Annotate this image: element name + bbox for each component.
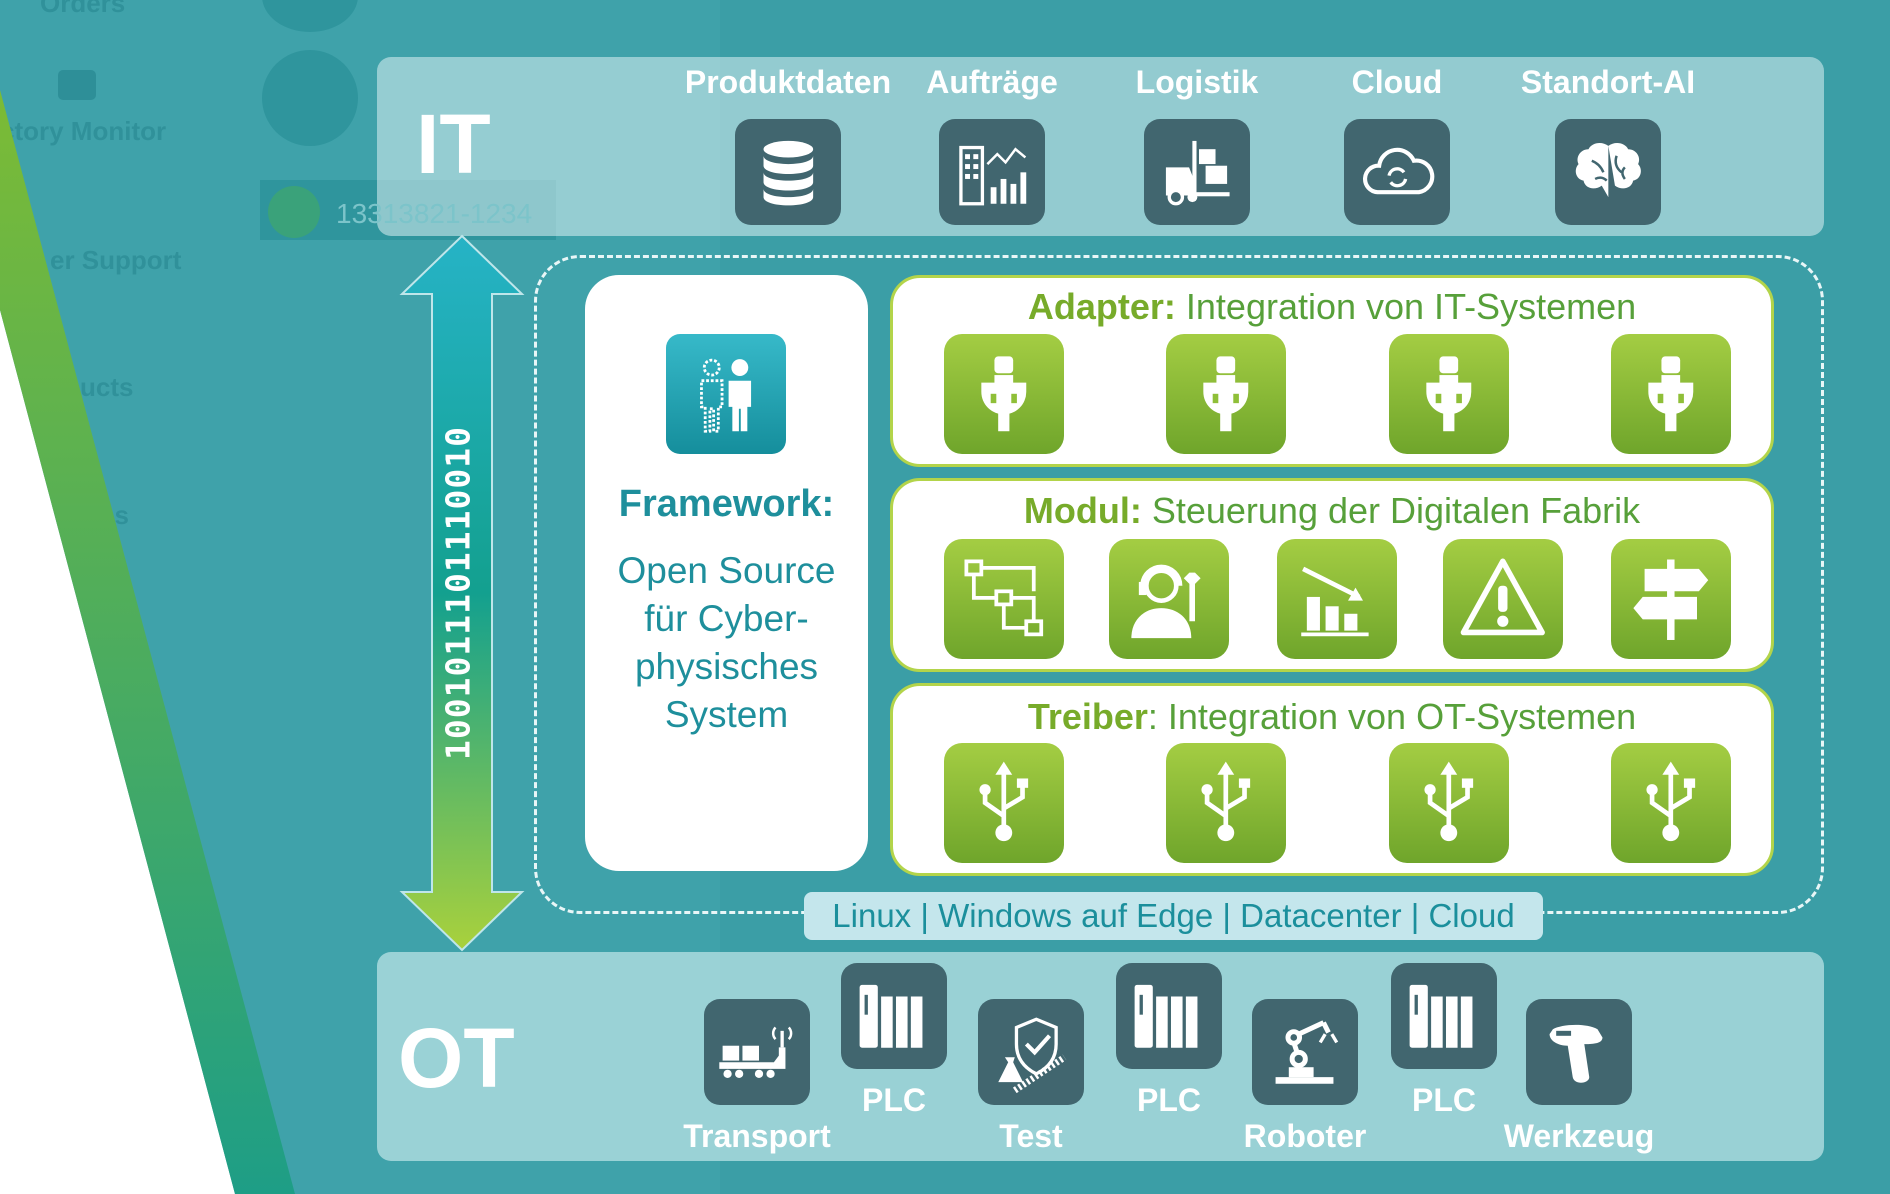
orders-chart-icon-glyph — [958, 145, 1026, 206]
framework-text-line: physisches — [634, 646, 819, 687]
adapter-title-rest: Integration von IT-Systemen — [1175, 286, 1637, 327]
test-shield-icon-glyph — [997, 1017, 1066, 1093]
cloud-sync-icon-glyph — [1362, 147, 1434, 194]
support-agent-icon-glyph — [1131, 564, 1201, 639]
orders-chart-icon — [939, 119, 1045, 225]
plug-icon — [1166, 334, 1286, 454]
adapter-title: Adapter: Integration von IT-Systemen — [893, 286, 1771, 328]
item-label: Transport — [683, 1118, 831, 1154]
plc-icon-glyph — [1409, 984, 1473, 1048]
usb-icon — [944, 743, 1064, 863]
left-decoration — [0, 90, 295, 1194]
test-shield-icon — [978, 999, 1084, 1105]
modul-title-rest: Steuerung der Digitalen Fabrik — [1141, 490, 1641, 531]
plug-icon-glyph — [1648, 356, 1694, 432]
plc-icon-glyph — [859, 984, 923, 1048]
warning-icon — [1443, 539, 1563, 659]
brain-icon-glyph — [1575, 142, 1641, 197]
it-label: IT — [416, 97, 491, 191]
binary-data-label: 1001011101110010 — [438, 426, 478, 760]
plc-icon — [841, 963, 947, 1069]
usb-icon-glyph — [1424, 761, 1474, 842]
bg-id-text: 13313821-1234 — [336, 198, 533, 229]
plug-icon-glyph — [981, 356, 1027, 432]
usb-icon-glyph — [979, 761, 1029, 842]
database-icon-glyph — [763, 140, 813, 206]
item-label: PLC — [1412, 1082, 1476, 1118]
status-dot — [268, 186, 320, 238]
usb-icon-glyph — [1646, 761, 1696, 842]
item-label: Logistik — [1135, 64, 1259, 100]
item-label: Produktdaten — [684, 64, 892, 100]
modul-title: Modul: Steuerung der Digitalen Fabrik — [893, 490, 1771, 532]
treiber-title-bold: Treiber — [1027, 696, 1148, 737]
plug-icon-glyph — [1426, 356, 1472, 432]
warning-icon-glyph — [1460, 558, 1546, 636]
item-label: PLC — [862, 1082, 926, 1118]
bar-chart-down-icon-glyph — [1301, 566, 1369, 637]
people-icon — [666, 334, 786, 454]
treiber-title-rest: : Integration von OT-Systemen — [1147, 696, 1637, 737]
plug-icon — [1389, 334, 1509, 454]
ot-label: OT — [398, 1011, 515, 1105]
item-label: Cloud — [1351, 64, 1443, 100]
plc-icon — [1116, 963, 1222, 1069]
framework-text-line: System — [664, 694, 789, 735]
bg-sidebar-item: ctory Monitor — [0, 116, 167, 146]
usb-icon — [1166, 743, 1286, 863]
usb-icon — [1611, 743, 1731, 863]
plug-icon — [1611, 334, 1731, 454]
item-label: Standort-AI — [1520, 64, 1696, 100]
usb-icon-glyph — [1201, 761, 1251, 842]
bg-sidebar-item: Orders — [40, 0, 126, 18]
signpost-icon-glyph — [1633, 559, 1709, 641]
workflow-icon-glyph — [964, 559, 1044, 637]
framework-text-line: für Cyber- — [644, 598, 809, 639]
transport-vehicle-icon-glyph — [718, 1026, 793, 1078]
transport-vehicle-icon — [704, 999, 810, 1105]
item-label: Roboter — [1243, 1118, 1367, 1154]
support-agent-icon — [1109, 539, 1229, 659]
database-icon — [735, 119, 841, 225]
monitor-icon — [58, 70, 96, 100]
pencil-icon — [262, 50, 358, 146]
brain-icon — [1555, 119, 1661, 225]
item-label: Werkzeug — [1503, 1118, 1655, 1154]
modul-title-bold: Modul: — [1023, 490, 1142, 531]
bg-sidebar-item: ucts — [80, 372, 134, 402]
forklift-icon — [1144, 119, 1250, 225]
framework-title: Framework: — [618, 483, 835, 525]
plc-icon — [1391, 963, 1497, 1069]
scanner-tool-icon-glyph — [1549, 1024, 1603, 1083]
robot-arm-icon-glyph — [1275, 1019, 1338, 1084]
it-ot-double-arrow — [399, 234, 525, 952]
adapter-title-bold: Adapter: — [1027, 286, 1176, 327]
usb-icon — [1389, 743, 1509, 863]
green-stripe — [0, 90, 295, 1194]
cloud-sync-icon — [1344, 119, 1450, 225]
workflow-icon — [944, 539, 1064, 659]
treiber-title: Treiber: Integration von OT-Systemen — [893, 696, 1771, 738]
item-label: PLC — [1137, 1082, 1201, 1118]
item-label: Test — [999, 1118, 1063, 1154]
scanner-tool-icon — [1526, 999, 1632, 1105]
framework-text-line: Open Source — [617, 550, 836, 591]
forklift-icon-glyph — [1165, 140, 1230, 206]
item-label: Aufträge — [926, 64, 1058, 100]
plc-icon-glyph — [1134, 984, 1198, 1048]
robot-arm-icon — [1252, 999, 1358, 1105]
signpost-icon — [1611, 539, 1731, 659]
bar-chart-down-icon — [1277, 539, 1397, 659]
bg-sidebar-item: er Support — [50, 245, 182, 275]
platform-label: Linux | Windows auf Edge | Datacenter | … — [804, 892, 1543, 940]
plug-icon — [944, 334, 1064, 454]
plug-icon-glyph — [1203, 356, 1249, 432]
